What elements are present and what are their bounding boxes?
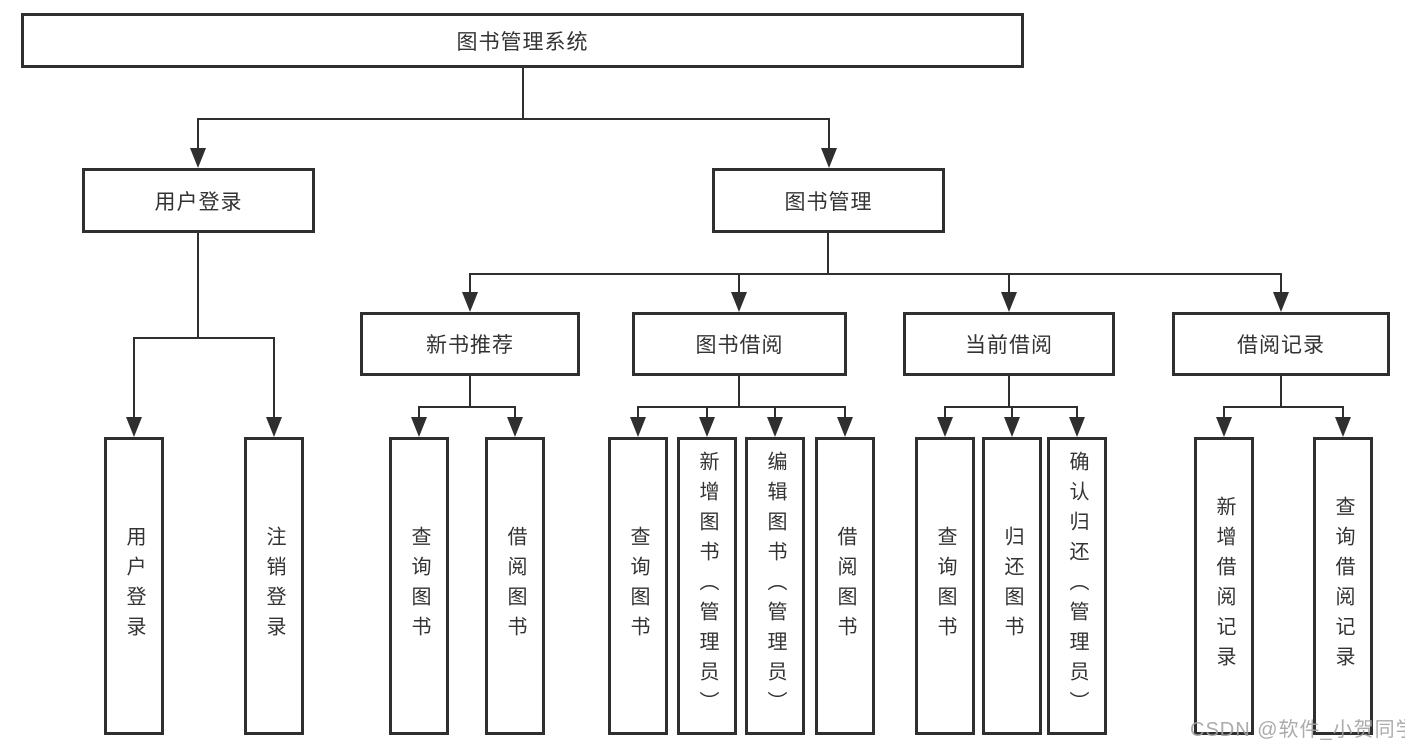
connector-line [469,273,471,292]
node-label: 当前借阅 [965,334,1053,357]
node-label: 用户登录 [154,190,243,214]
connector-line [738,273,740,292]
connector-line [469,273,1281,275]
node-label: 新增借阅记录 [1213,496,1235,676]
node-new-book-recommend: 新书推荐 [360,312,580,376]
connector-line [514,406,516,417]
connector-line [1342,406,1344,417]
arrow-down [1273,292,1289,312]
connector-line [1011,406,1013,417]
node-user-login: 用户登录 [82,168,315,233]
arrow-down [126,417,142,437]
connector-line [828,118,830,148]
connector-line [197,233,199,337]
node-label: 查询图书 [934,526,956,646]
connector-line [418,406,420,417]
node-label: 图书管理 [784,190,873,214]
node-label: 归还图书 [1001,526,1023,646]
arrow-down [630,417,646,437]
node-leaf-return-books: 归还图书 [982,437,1042,735]
node-leaf-query-books-current: 查询图书 [915,437,975,735]
connector-line [133,337,135,417]
connector-line [738,376,740,406]
arrow-down [821,148,837,168]
connector-line [637,406,639,417]
node-leaf-borrow-books: 借阅图书 [815,437,875,735]
arrow-down [1216,417,1232,437]
arrow-down [462,292,478,312]
arrow-down [937,417,953,437]
node-label: 新增图书（管理员） [696,451,718,721]
connector-line [774,406,776,417]
node-leaf-logout: 注销登录 [244,437,304,735]
node-label: 查询借阅记录 [1332,496,1354,676]
arrow-down [190,148,206,168]
node-label: 图书借阅 [695,334,784,357]
connector-line [133,337,275,339]
arrow-down [1069,417,1085,437]
connector-line [197,118,830,120]
arrow-down [699,417,715,437]
arrow-down [507,417,523,437]
connector-line [522,68,524,118]
node-label: 用户登录 [123,526,145,646]
connector-line [1280,376,1282,406]
node-label: 编辑图书（管理员） [764,451,786,721]
connector-line [1008,273,1010,292]
node-label: 确认归还（管理员） [1066,451,1088,721]
connector-line [1223,406,1225,417]
node-book-management: 图书管理 [712,168,945,233]
connector-line [273,337,275,417]
arrow-down [1004,417,1020,437]
arrow-down [1001,292,1017,312]
node-leaf-add-book-admin: 新增图书（管理员） [677,437,737,735]
node-label: 查询图书 [408,526,430,646]
connector-line [1280,273,1282,292]
node-label: 图书管理系统 [456,30,589,54]
arrow-down [731,292,747,312]
connector-line [1076,406,1078,417]
node-label: 借阅记录 [1237,334,1325,357]
node-leaf-query-books-recommend: 查询图书 [389,437,449,735]
connector-line [844,406,846,417]
node-label: 新书推荐 [426,334,514,357]
connector-line [1223,406,1344,408]
node-label: 借阅图书 [834,526,856,646]
node-borrowing-records: 借阅记录 [1172,312,1390,376]
arrow-down [266,417,282,437]
connector-line [827,233,829,273]
connector-line [197,118,199,148]
node-leaf-query-books-borrow: 查询图书 [608,437,668,735]
node-leaf-query-borrow-record: 查询借阅记录 [1313,437,1373,735]
connector-line [706,406,708,417]
node-leaf-user-login: 用户登录 [104,437,164,735]
connector-line [418,406,516,408]
connector-line [469,376,471,406]
arrow-down [767,417,783,437]
node-label: 查询图书 [627,526,649,646]
watermark: CSDN @软件_小贺同学 [1190,719,1405,741]
arrow-down [411,417,427,437]
connector-line [944,406,946,417]
node-book-borrowing: 图书借阅 [632,312,847,376]
node-leaf-edit-book-admin: 编辑图书（管理员） [745,437,805,735]
node-current-borrowing: 当前借阅 [903,312,1115,376]
arrow-down [837,417,853,437]
node-leaf-confirm-return-admin: 确认归还（管理员） [1047,437,1107,735]
node-library-management-system: 图书管理系统 [21,13,1024,68]
connector-line [637,406,846,408]
node-leaf-borrow-books-recommend: 借阅图书 [485,437,545,735]
node-label: 借阅图书 [504,526,526,646]
node-leaf-add-borrow-record: 新增借阅记录 [1194,437,1254,735]
node-label: 注销登录 [263,526,285,646]
arrow-down [1335,417,1351,437]
connector-line [1008,376,1010,406]
